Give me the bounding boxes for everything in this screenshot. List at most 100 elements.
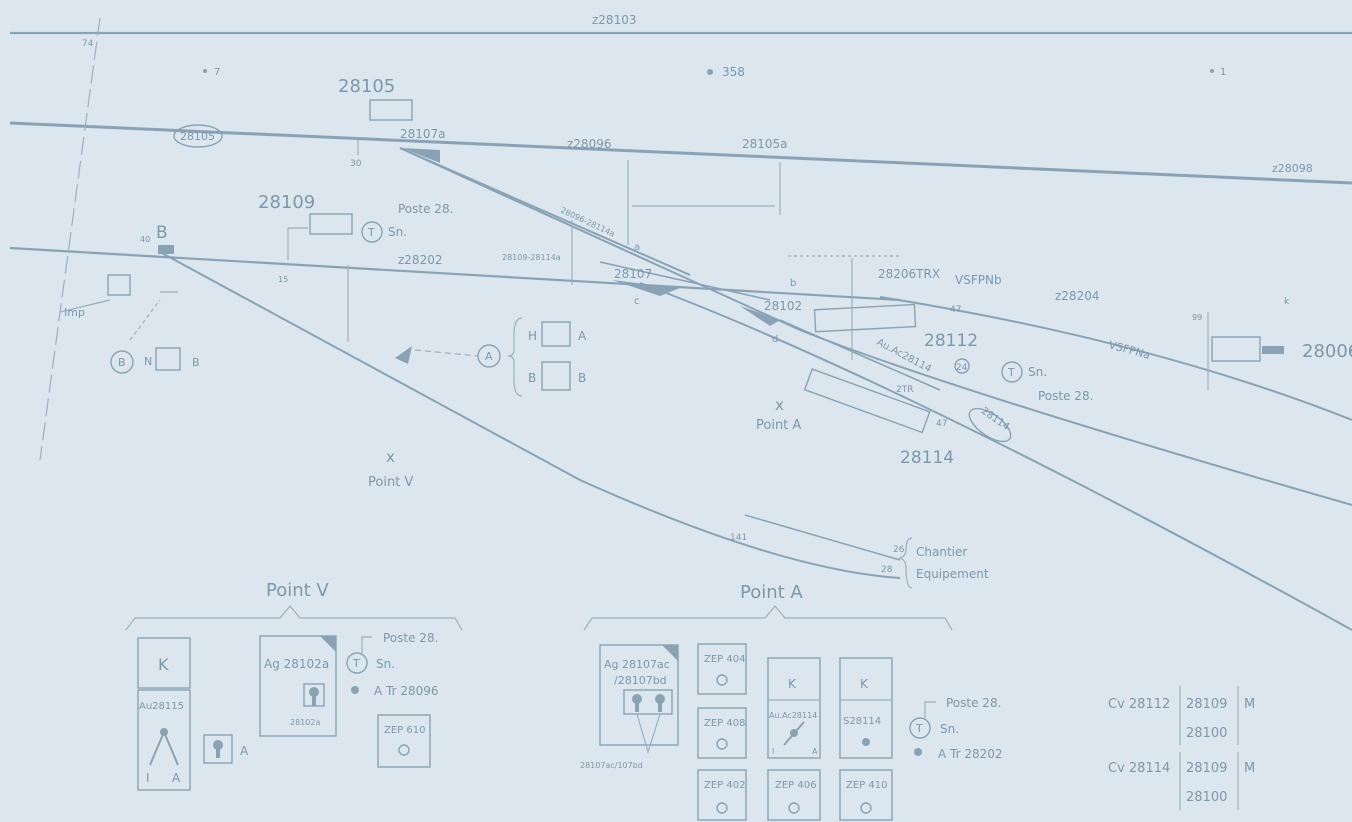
legend-a-zep406-box [767, 769, 821, 821]
label-24: 24 [956, 363, 968, 373]
label-1: 1 [1220, 67, 1226, 78]
cv-row2-m: M [1244, 761, 1255, 776]
legend-v-ag-box [259, 635, 337, 737]
label-26: 26 [893, 545, 905, 555]
legend-v-agsub: 28102a [290, 718, 320, 727]
label-28105: 28105 [338, 76, 395, 97]
legend-a-au: Au.Ac28114 [769, 711, 817, 720]
circle-T-2 [1001, 361, 1023, 383]
dot-1 [1210, 69, 1214, 73]
track-z28202 [9, 246, 901, 302]
dot-7 [203, 69, 207, 73]
equip-28114-box [803, 368, 931, 434]
equip-28105-box [369, 99, 413, 121]
legend-v-atr: A Tr 28096 [374, 684, 439, 698]
brace-chantier [898, 537, 913, 589]
legend-a-zep404: ZEP 404 [704, 654, 745, 665]
legend-v-T [346, 652, 368, 674]
legend-v-lock-box [203, 734, 233, 764]
label-28107a: 28107a [400, 127, 446, 141]
label-z28202: z28202 [398, 253, 442, 267]
buffer-28006 [1262, 346, 1284, 354]
legend-point-v: Point V K Au28115 I A A Ag 28102a 28102a… [125, 580, 463, 791]
legend-v-zep-box [377, 714, 431, 768]
imp-arm [59, 299, 111, 313]
label-chantier: Chantier [916, 545, 967, 559]
label-d: d [772, 334, 778, 345]
label-141: 141 [730, 533, 747, 543]
cv-row1-m: M [1244, 697, 1255, 712]
label-z28204: z28204 [1055, 289, 1099, 303]
legend-v-A: A [172, 771, 181, 785]
label-equipement: Equipement [916, 567, 989, 581]
legend-a-poste: Poste 28. [946, 696, 1001, 710]
equip-imp-box [107, 274, 131, 296]
label-sn-1: Sn. [388, 225, 407, 239]
cv-row2-label: Cv 28114 [1108, 761, 1170, 776]
label-28102: 28102 [764, 299, 802, 313]
legend-a-ag2: /28107bd [614, 674, 667, 687]
legend-v-au-box [137, 689, 191, 791]
track-lower-branch [744, 514, 901, 561]
label-28114: 28114 [900, 448, 954, 468]
legend-a-k1-box [767, 657, 821, 759]
label-c: c [634, 296, 640, 307]
track-crossover [779, 319, 941, 391]
legend-a-zep404-box [697, 643, 747, 695]
cv-table: Cv 28112 28109 28100 M Cv 28114 28109 28… [1108, 686, 1255, 810]
legend-v-k-box [137, 637, 191, 689]
structures [59, 140, 1209, 390]
label-sn-2: Sn. [1028, 365, 1047, 379]
legend-point-a: Point A Ag 28107ac /28107bd 28107ac/107b… [580, 582, 1003, 821]
label-15: 15 [278, 275, 288, 284]
label-74: 74 [82, 39, 94, 49]
lock-N-box [155, 347, 181, 371]
brace-A [507, 317, 523, 397]
legend-a-I: I [772, 747, 774, 756]
legend-v-T-text: T [352, 657, 360, 670]
cv-row1-b: 28100 [1186, 726, 1227, 741]
label-poste-2: Poste 28. [1038, 389, 1093, 403]
legend-a-zep402-box [697, 769, 747, 821]
legend-a-agsub: 28107ac/107bd [580, 761, 643, 770]
buffer-B [158, 245, 174, 254]
oval-28105 [173, 124, 223, 148]
equip-28112-box [813, 303, 917, 333]
legend-v-title: Point V [266, 580, 329, 601]
legend-a-k1: K [788, 677, 797, 691]
track-z28096 [9, 121, 1352, 185]
label-47a: 47 [950, 305, 961, 315]
track-z28204 [879, 296, 1352, 421]
legend-a-k2: K [860, 677, 869, 691]
label-N: N [144, 355, 152, 368]
legend-v-brace [125, 605, 463, 631]
label-99: 99 [1192, 313, 1202, 322]
label-28112: 28112 [924, 331, 978, 351]
legend-a-ag-box [599, 644, 679, 746]
legend-a-zep408-box [697, 707, 747, 759]
label-B4: B [578, 371, 586, 385]
legend-a-ag: Ag 28107ac [604, 658, 670, 671]
text-T-1: T [367, 226, 375, 239]
legend-a-zep410-box [839, 769, 893, 821]
legend-v-lock-A: A [240, 744, 249, 758]
point-v-arrow [414, 349, 479, 357]
legend-a-A: A [812, 747, 818, 756]
signal-icon [395, 346, 412, 364]
text-circle-B: B [118, 356, 126, 369]
oval-28114 [968, 407, 1012, 443]
plan-equipment [107, 99, 1261, 589]
imp-arrow [129, 299, 161, 341]
label-28109-28114a: 28109-28114a [502, 253, 561, 262]
label-7: 7 [214, 67, 220, 78]
legend-v-poste: Poste 28. [383, 631, 438, 645]
track-diverging-2 [639, 282, 1352, 631]
label-poste-1: Poste 28. [398, 202, 453, 216]
label-k: k [1284, 297, 1290, 307]
circle-A [477, 344, 501, 368]
switch-28107a [402, 148, 440, 163]
track-diverging-1 [399, 147, 1352, 506]
marker-point-v: x [386, 448, 395, 466]
legend-a-zep402: ZEP 402 [704, 780, 745, 791]
